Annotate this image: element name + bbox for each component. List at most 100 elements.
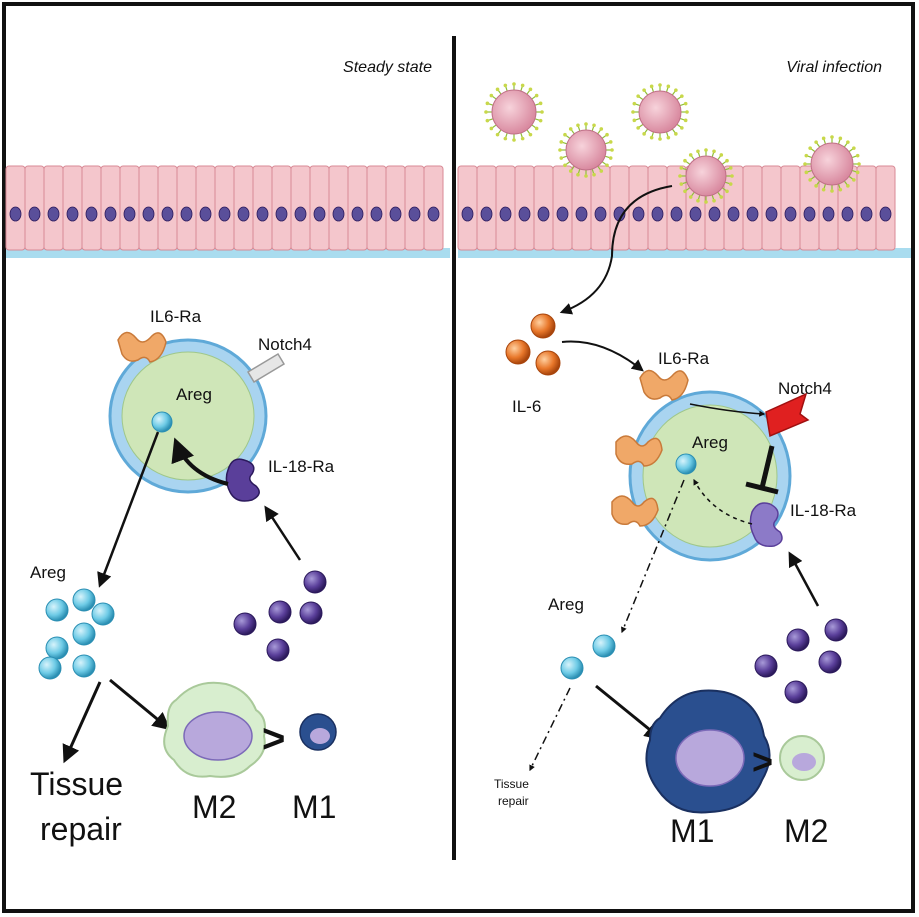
- epithelial-cell: [647, 165, 668, 251]
- epithelial-cell: [119, 165, 140, 251]
- epithelial-cell: [385, 165, 406, 251]
- right-cell-areg-label: Areg: [692, 433, 728, 452]
- epithelial-cell: [404, 165, 425, 251]
- tissue-repair-arrow: [62, 681, 102, 764]
- il18-molecule-icon: [784, 680, 808, 704]
- notch-inhibition: [759, 445, 775, 489]
- il6-molecule-icon: [505, 339, 531, 365]
- il18-receptor-icon: [749, 502, 783, 548]
- epithelial-cell: [176, 165, 197, 251]
- epithelial-cell: [214, 165, 235, 251]
- areg-granule: [151, 411, 173, 433]
- epithelial-cell: [62, 165, 83, 251]
- areg-molecule-icon: [45, 636, 69, 660]
- epithelial-cell: [476, 165, 497, 251]
- il6-cytokine-cluster: [505, 313, 561, 376]
- epithelial-cell: [347, 165, 368, 251]
- right-immune-cell: [611, 369, 810, 562]
- epithelium-left: [5, 165, 450, 258]
- epithelial-cell: [195, 165, 216, 251]
- il18-molecule-icon: [268, 600, 292, 624]
- epithelial-cell: [495, 165, 516, 251]
- epithelial-cell: [328, 165, 349, 251]
- epithelial-cell: [590, 165, 611, 251]
- il6-receptor-icon: [615, 435, 663, 467]
- epithelial-cell: [100, 165, 121, 251]
- epithelial-cell: [571, 165, 592, 251]
- virus-icon: [631, 83, 689, 141]
- epithelial-cell: [742, 165, 763, 251]
- virus-icon: [803, 135, 861, 193]
- right-panel-title: Viral infection: [786, 59, 882, 76]
- right-m1-polarization-arrow: [595, 684, 663, 741]
- il18-molecule-icon: [303, 570, 327, 594]
- right-tissue-repair-arrow: [529, 687, 571, 772]
- areg-granule: [675, 453, 697, 475]
- left-compare-symbol: >: [262, 717, 285, 761]
- il18-molecule-icon: [786, 628, 810, 652]
- il18-molecule-icon: [299, 601, 323, 625]
- epithelial-cell: [81, 165, 102, 251]
- right-m2-label: M2: [784, 813, 828, 849]
- il18-molecule-icon: [233, 612, 257, 636]
- il6-molecule-icon: [535, 350, 561, 376]
- epithelial-cell: [252, 165, 273, 251]
- epithelial-cell: [780, 165, 801, 251]
- epithelial-cell: [309, 165, 330, 251]
- left-il18-cluster: [233, 570, 327, 662]
- epithelial-cell: [233, 165, 254, 251]
- areg-molecule-icon: [592, 634, 616, 658]
- il18-binding-arrow: [264, 505, 302, 561]
- right-il18-receptor-label: IL-18-Ra: [790, 501, 857, 520]
- areg-molecule-icon: [38, 656, 62, 680]
- il6-receptor-icon: [117, 331, 167, 363]
- right-notch4-label: Notch4: [778, 379, 832, 398]
- left-panel-title: Steady state: [343, 59, 432, 76]
- epithelial-cell: [157, 165, 178, 251]
- il6-receptor-icon: [639, 369, 689, 401]
- virus-icon: [558, 122, 614, 178]
- epithelial-cell: [856, 165, 877, 251]
- il18-receptor-icon: [225, 458, 260, 502]
- areg-molecule-icon: [91, 602, 115, 626]
- epithelial-cell: [290, 165, 311, 251]
- left-tissue-label-line2: repair: [40, 811, 122, 847]
- areg-secretion-arrow: [97, 431, 160, 588]
- left-notch4-label: Notch4: [258, 335, 312, 354]
- epithelial-cell: [628, 165, 649, 251]
- epithelial-cell: [552, 165, 573, 251]
- epithelial-cell: [761, 165, 782, 251]
- epithelial-cell: [533, 165, 554, 251]
- basement-membrane: [6, 248, 450, 258]
- right-tissue-label-line1: Tissue: [494, 777, 529, 791]
- areg-molecule-icon: [45, 598, 69, 622]
- il6-binding-arrow: [561, 340, 644, 372]
- virus-icon: [678, 148, 734, 204]
- epithelial-cell: [366, 165, 387, 251]
- il6-receptor-icon: [611, 495, 659, 527]
- epithelial-cell: [457, 165, 478, 251]
- areg-molecule-icon: [560, 656, 584, 680]
- left-m1-macrophage: [299, 713, 337, 751]
- left-areg-cluster: [38, 588, 115, 680]
- cell-cytoplasm: [121, 351, 255, 481]
- epithelial-cell: [271, 165, 292, 251]
- right-m1-label: M1: [670, 813, 714, 849]
- epithelial-cell: [423, 165, 444, 251]
- basement-membrane: [458, 248, 911, 258]
- internal-signal-arrow: [171, 437, 229, 486]
- il18-molecule-icon: [818, 650, 842, 674]
- virus-particles: [484, 82, 861, 204]
- epithelial-cell: [43, 165, 64, 251]
- left-cell-areg-label: Areg: [176, 385, 212, 404]
- il18-molecule-icon: [266, 638, 290, 662]
- right-m2-macrophage: [779, 735, 825, 781]
- epithelial-cell: [514, 165, 535, 251]
- epithelial-cell: [138, 165, 159, 251]
- right-secreted-areg-label: Areg: [548, 595, 584, 614]
- left-il6-receptor-label: IL6-Ra: [150, 307, 202, 326]
- left-tissue-label-line1: Tissue: [30, 766, 123, 802]
- right-il18-cluster: [754, 618, 848, 704]
- right-compare-symbol: >: [752, 741, 773, 782]
